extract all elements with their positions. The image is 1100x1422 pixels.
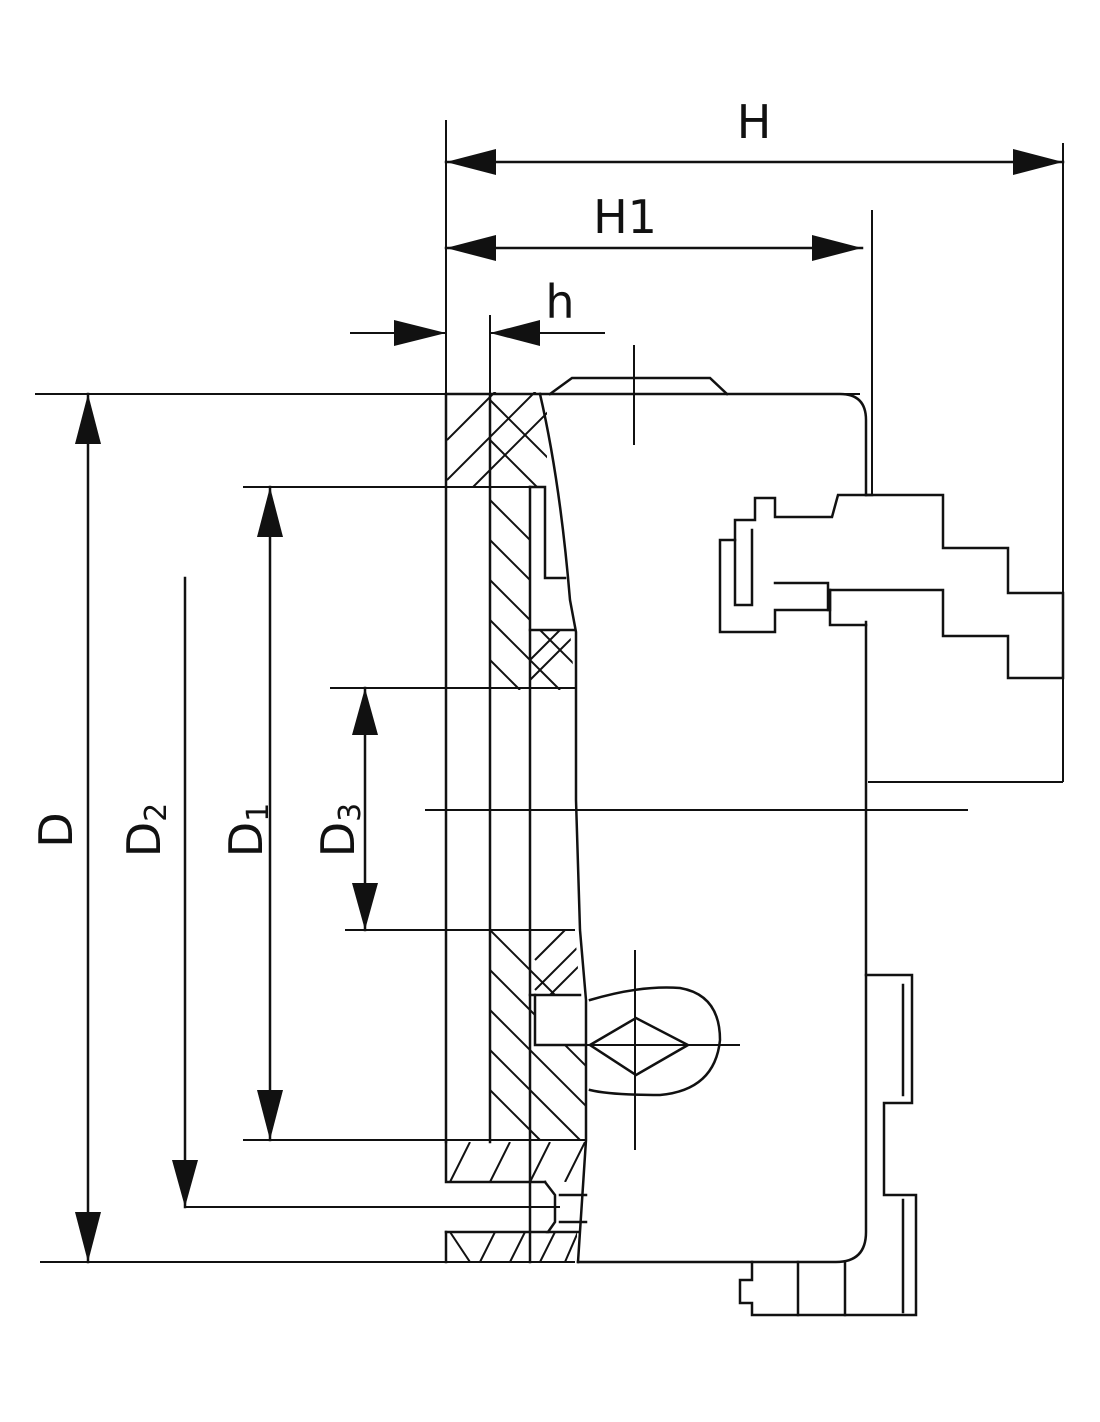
hatch-bottom-2 (449, 1232, 577, 1262)
lower-jaw (738, 973, 918, 1317)
top-wedge (548, 345, 729, 445)
svg-text:D3: D3 (311, 803, 368, 858)
dim-D (75, 392, 101, 1264)
upper-jaw (718, 493, 1065, 680)
svg-text:D: D (29, 812, 83, 847)
hatch-mid (490, 499, 575, 690)
dim-D2 (172, 576, 198, 1209)
dim-H (444, 149, 1065, 175)
dim-h (394, 320, 540, 346)
svg-text:D2: D2 (117, 803, 174, 858)
label-h: h (545, 275, 574, 329)
label-D: D (29, 812, 83, 847)
label-D2: D2 (117, 803, 174, 858)
dim-D3 (352, 686, 378, 932)
label-H1: H1 (593, 190, 657, 244)
inner-steps (444, 485, 588, 1264)
dim-H1 (444, 235, 864, 261)
label-D3: D3 (311, 803, 368, 858)
label-H: H (737, 95, 772, 149)
label-D1: D1 (219, 803, 276, 858)
svg-text:D1: D1 (219, 803, 276, 858)
chuck-body (444, 392, 874, 1264)
dim-D1 (257, 485, 283, 1142)
hatch-top (447, 392, 547, 487)
hatch-bottom-1 (449, 1142, 585, 1182)
